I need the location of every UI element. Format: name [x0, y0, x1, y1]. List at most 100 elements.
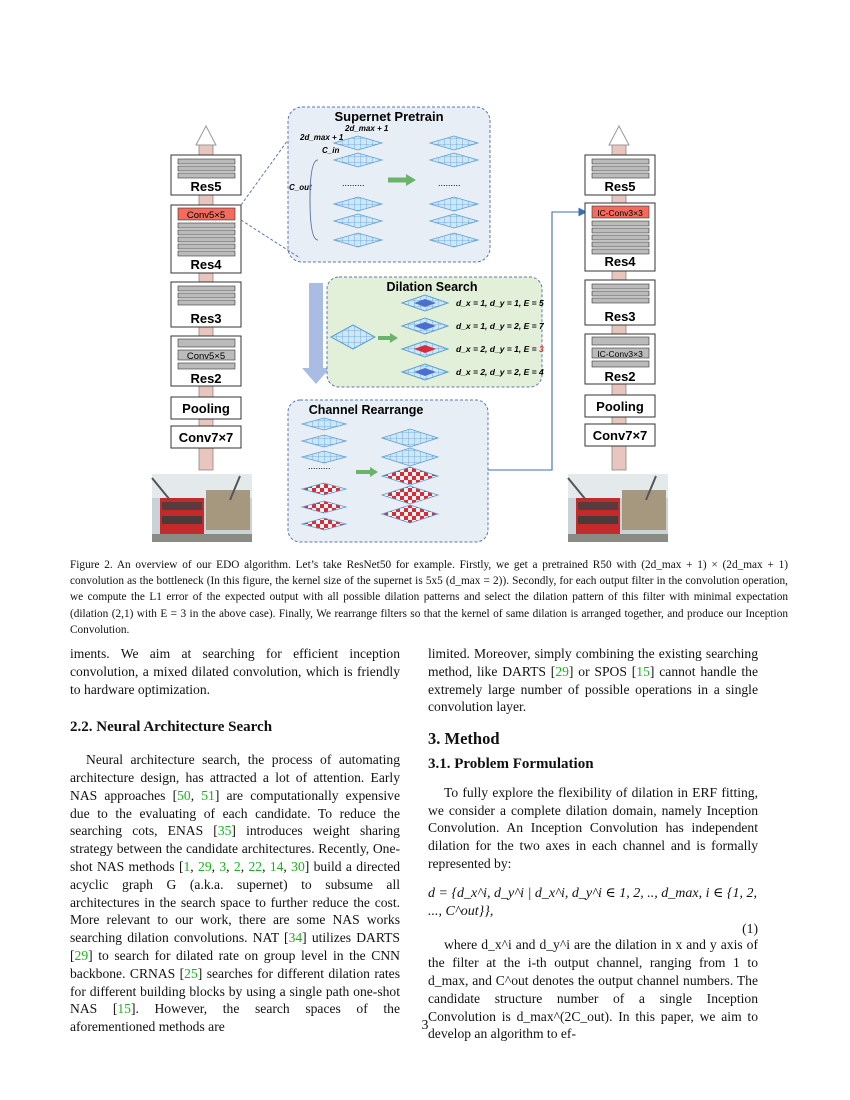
text-span: ] introduces weight sharing strategy bet… [70, 823, 400, 874]
right-icconv-bottom-label: IC-Conv3×3 [597, 349, 643, 359]
kernel-slab [332, 232, 384, 248]
citation-link[interactable]: 29 [555, 663, 569, 679]
right-res5-label: Res5 [604, 179, 635, 194]
left-network-stack: Res5 Conv5×5 Res4 Res3 Conv5×5 Res2 Pool… [170, 124, 242, 471]
supernet-label-width: 2d_max + 1 [344, 124, 389, 133]
channel-slab [300, 517, 348, 531]
citation-link[interactable]: 22 [248, 858, 263, 874]
kernel-slab [428, 213, 480, 229]
supernet-dots-right: ......... [438, 178, 461, 188]
dilation-kernel-0 [414, 299, 436, 307]
rearranged-slab [380, 447, 440, 467]
kernel-slab [332, 152, 384, 168]
right-res4-label: Res4 [604, 254, 636, 269]
text-span: ] to search for dilated rate on group le… [70, 947, 400, 981]
text-span: ] utilizes DARTS [ [70, 930, 400, 963]
kernel-slab [428, 232, 480, 248]
right-paragraph-intro: limited. Moreover, simply combining the … [428, 645, 758, 716]
citation-link[interactable]: 3 [219, 858, 227, 874]
flow-down-arrow [302, 283, 330, 384]
right-network-stack: Res5 IC-Conv3×3 Res4 Res3 IC-Conv3×3 Res… [584, 124, 656, 471]
left-res2-label: Res2 [190, 371, 221, 386]
text-span: ] cannot handle the extremely large numb… [428, 663, 758, 715]
equation-1-body: d = {d_x^i, d_y^i | d_x^i, d_y^i ∈ 1, 2,… [428, 885, 757, 919]
channel-dots: ......... [308, 461, 331, 471]
text-span: Neural architecture search, the process … [70, 752, 400, 803]
dilation-row-label-3: d_x = 2, d_y = 2, E = 4 [456, 367, 544, 377]
citation-link[interactable]: 50 [177, 787, 191, 803]
rearranged-slab [380, 466, 440, 486]
right-bus-photo [567, 474, 668, 542]
right-column: limited. Moreover, simply combining the … [428, 645, 758, 1043]
zoom-line-bottom [240, 219, 301, 259]
citation-link[interactable]: 25 [184, 965, 198, 981]
left-paragraph-intro: iments. We aim at searching for efficien… [70, 646, 400, 697]
right-icconv-top-label: IC-Conv3×3 [597, 208, 643, 218]
citation-link[interactable]: 29 [198, 858, 212, 874]
right-pooling-label: Pooling [596, 399, 644, 414]
text-span: limited. Moreover, simply combining the … [428, 646, 758, 679]
citation-link[interactable]: 15 [117, 1001, 131, 1017]
dilation-search-panel: Dilation Search d_x = 1, d_y = 1, E = 5d… [326, 276, 545, 388]
section-3-heading: 3. Method [428, 729, 500, 749]
channel-slab [300, 434, 348, 448]
left-conv5x5-top-label: Conv5×5 [187, 210, 225, 221]
rearranged-slab [380, 485, 440, 505]
citation-link[interactable]: 1 [183, 858, 191, 874]
dilation-row-label-1: d_x = 1, d_y = 2, E = 7 [456, 321, 545, 331]
left-bus-photo [151, 474, 252, 542]
text-span: ] build a directed acyclic graph G (a.k.… [70, 858, 401, 946]
figure-caption: Figure 2. An overview of our EDO algorit… [70, 559, 788, 636]
dilation-row-label-2: d_x = 2, d_y = 1, E = 3 [456, 344, 544, 354]
dilation-kernel-1 [414, 322, 436, 330]
citation-link[interactable]: 51 [201, 787, 215, 803]
text-span: ] searches for different dilation rates … [70, 965, 400, 1017]
channel-slab [300, 450, 348, 464]
citation-link[interactable]: 2 [233, 858, 241, 874]
page-number: 3 [421, 1017, 429, 1032]
left-res3-label: Res3 [190, 311, 221, 326]
left-conv5x5-bottom-label: Conv5×5 [187, 351, 225, 362]
supernet-label-cin: C_in [322, 146, 339, 155]
equation-1: d = {d_x^i, d_y^i | d_x^i, d_y^i ∈ 1, 2,… [428, 885, 758, 921]
output-connector [488, 207, 588, 471]
equation-1-number: (1) [742, 921, 758, 937]
citation-link[interactable]: 35 [217, 823, 232, 839]
supernet-dots-left: ......... [342, 178, 365, 188]
citation-link[interactable]: 34 [288, 930, 303, 946]
text-span: ]. However, the search spaces of the afo… [70, 1001, 400, 1035]
left-pooling-label: Pooling [182, 401, 230, 416]
citation-link[interactable]: 30 [291, 858, 305, 874]
channel-title: Channel Rearrange [309, 403, 424, 417]
rearranged-slab [380, 428, 440, 448]
kernel-slab [332, 196, 384, 212]
supernet-label-height: 2d_max + 1 [299, 133, 344, 142]
channel-slab [300, 417, 348, 431]
dilation-kernel-2 [414, 345, 436, 353]
left-res4-label: Res4 [190, 257, 222, 272]
citation-link[interactable]: 29 [74, 947, 89, 963]
citation-link[interactable]: 15 [636, 663, 650, 679]
rearranged-slab [380, 504, 440, 524]
definition-paragraph: where d_x^i and d_y^i are the dilation i… [428, 937, 758, 1042]
channel-slab [300, 500, 348, 514]
nas-paragraph: Neural architecture search, the process … [70, 752, 401, 1035]
section-3-1-heading: 3.1. Problem Formulation [428, 755, 594, 772]
channel-rearrange-panel: Channel Rearrange ......... [287, 399, 489, 543]
citation-link[interactable]: 14 [269, 858, 284, 874]
dilation-row-label-0: d_x = 1, d_y = 1, E = 5 [456, 298, 544, 308]
kernel-slab [428, 152, 480, 168]
kernel-slab [428, 135, 480, 151]
left-conv7x7-label: Conv7×7 [179, 430, 234, 445]
supernet-title: Supernet Pretrain [334, 109, 443, 124]
section-2-2-heading: 2.2. Neural Architecture Search [70, 719, 273, 736]
left-column: iments. We aim at searching for efficien… [70, 645, 400, 1036]
right-conv7x7-label: Conv7×7 [593, 428, 648, 443]
right-res3-label: Res3 [604, 309, 635, 324]
channel-slab [300, 482, 348, 496]
right-res2-label: Res2 [604, 369, 635, 384]
kernel-slab [332, 213, 384, 229]
dilation-kernel-3 [414, 368, 436, 376]
supernet-label-cout: C_out [289, 183, 312, 192]
figure-2-diagram: Res5 Conv5×5 Res4 Res3 Conv5×5 Res2 Pool… [151, 106, 668, 543]
